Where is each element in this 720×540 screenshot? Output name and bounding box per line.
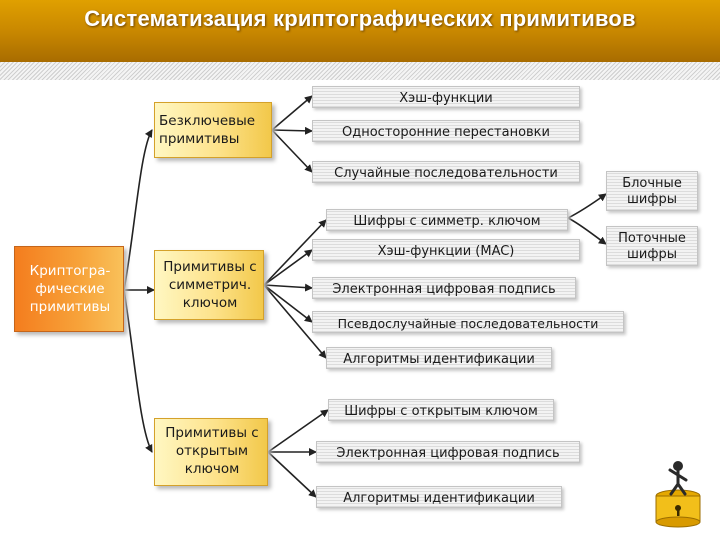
arrow-pk-1 <box>267 409 329 453</box>
arrow-keyless-3 <box>271 129 313 173</box>
item-sym-ciphers-label: Шифры с симметр. ключом <box>353 214 541 229</box>
item-pk-identification-label: Алгоритмы идентификации <box>343 491 535 506</box>
cipher-stream-line-1: Поточные <box>618 231 686 246</box>
item-pk-signature <box>316 441 580 463</box>
category-keyless-line-1: Безключевые <box>159 113 256 129</box>
arrow-keyless-1 <box>271 95 313 131</box>
cipher-stream-line-2: шифры <box>627 247 677 262</box>
arrow-sym-1 <box>263 219 327 286</box>
cipher-block <box>606 171 698 211</box>
category-symmetric-line-2: симметрич. <box>168 277 252 293</box>
item-keyless-hash <box>312 86 580 108</box>
cipher-block-line-2: шифры <box>627 192 677 207</box>
arrow-keyless-2 <box>271 126 313 135</box>
item-sym-signature-label: Электронная цифровая подпись <box>332 282 556 297</box>
item-keyless-hash-label: Хэш-функции <box>399 91 493 106</box>
item-sym-mac <box>312 239 580 261</box>
root-label-line-3: примитивы <box>29 299 111 315</box>
category-symmetric-line-3: ключом <box>182 295 238 311</box>
category-public-key: Примитивы с открытым ключом <box>154 418 268 486</box>
item-keyless-random <box>312 161 580 183</box>
item-pk-ciphers-label: Шифры с открытым ключом <box>344 404 538 419</box>
arrow-sym-3 <box>263 283 313 292</box>
item-sym-ciphers <box>326 209 568 231</box>
category-public-key-line-3: ключом <box>184 461 240 477</box>
category-symmetric-line-1: Примитивы с <box>163 259 257 275</box>
page-title: Систематизация криптографических примити… <box>84 6 636 31</box>
item-pk-identification <box>316 486 562 508</box>
arrow-cipher-stream <box>567 217 607 245</box>
item-keyless-oneway <box>312 120 580 142</box>
arrow-pk-3 <box>267 451 317 498</box>
item-sym-pseudorandom <box>312 311 624 333</box>
category-public-key-line-1: Примитивы с <box>165 425 259 441</box>
root-node: Криптогра- фические примитивы <box>14 246 124 332</box>
category-keyless-line-2: примитивы <box>159 131 240 147</box>
category-public-key-line-2: открытым <box>175 443 249 459</box>
category-keyless: Безключевые примитивы <box>154 102 272 158</box>
cipher-stream <box>606 226 698 266</box>
header-bar: Систематизация криптографических примити… <box>0 0 720 62</box>
item-keyless-oneway-label: Односторонние перестановки <box>342 125 550 140</box>
arrow-sym-5 <box>263 284 327 359</box>
arrow-sym-2 <box>263 249 313 286</box>
header-hatch <box>0 62 720 80</box>
root-label-line-1: Криптогра- <box>29 263 111 279</box>
category-symmetric: Примитивы с симметрич. ключом <box>154 250 264 320</box>
item-pk-signature-label: Электронная цифровая подпись <box>336 446 560 461</box>
arrow-cipher-block <box>567 193 607 219</box>
arrow-sym-4 <box>263 284 313 323</box>
cipher-block-line-1: Блочные <box>622 176 682 191</box>
item-sym-identification <box>326 347 552 369</box>
arrow-root-publickey <box>123 289 153 453</box>
item-sym-mac-label: Хэш-функции (MAC) <box>377 244 515 259</box>
item-sym-identification-label: Алгоритмы идентификации <box>343 352 535 367</box>
item-sym-pseudorandom-label: Псевдослучайные последовательности <box>337 316 599 331</box>
item-keyless-random-label: Случайные последовательности <box>334 166 558 181</box>
item-sym-signature <box>312 277 576 299</box>
arrow-root-keyless <box>123 129 153 291</box>
figure-on-padlock-icon <box>655 461 701 528</box>
item-pk-ciphers <box>328 399 554 421</box>
root-label-line-2: фические <box>35 281 105 297</box>
